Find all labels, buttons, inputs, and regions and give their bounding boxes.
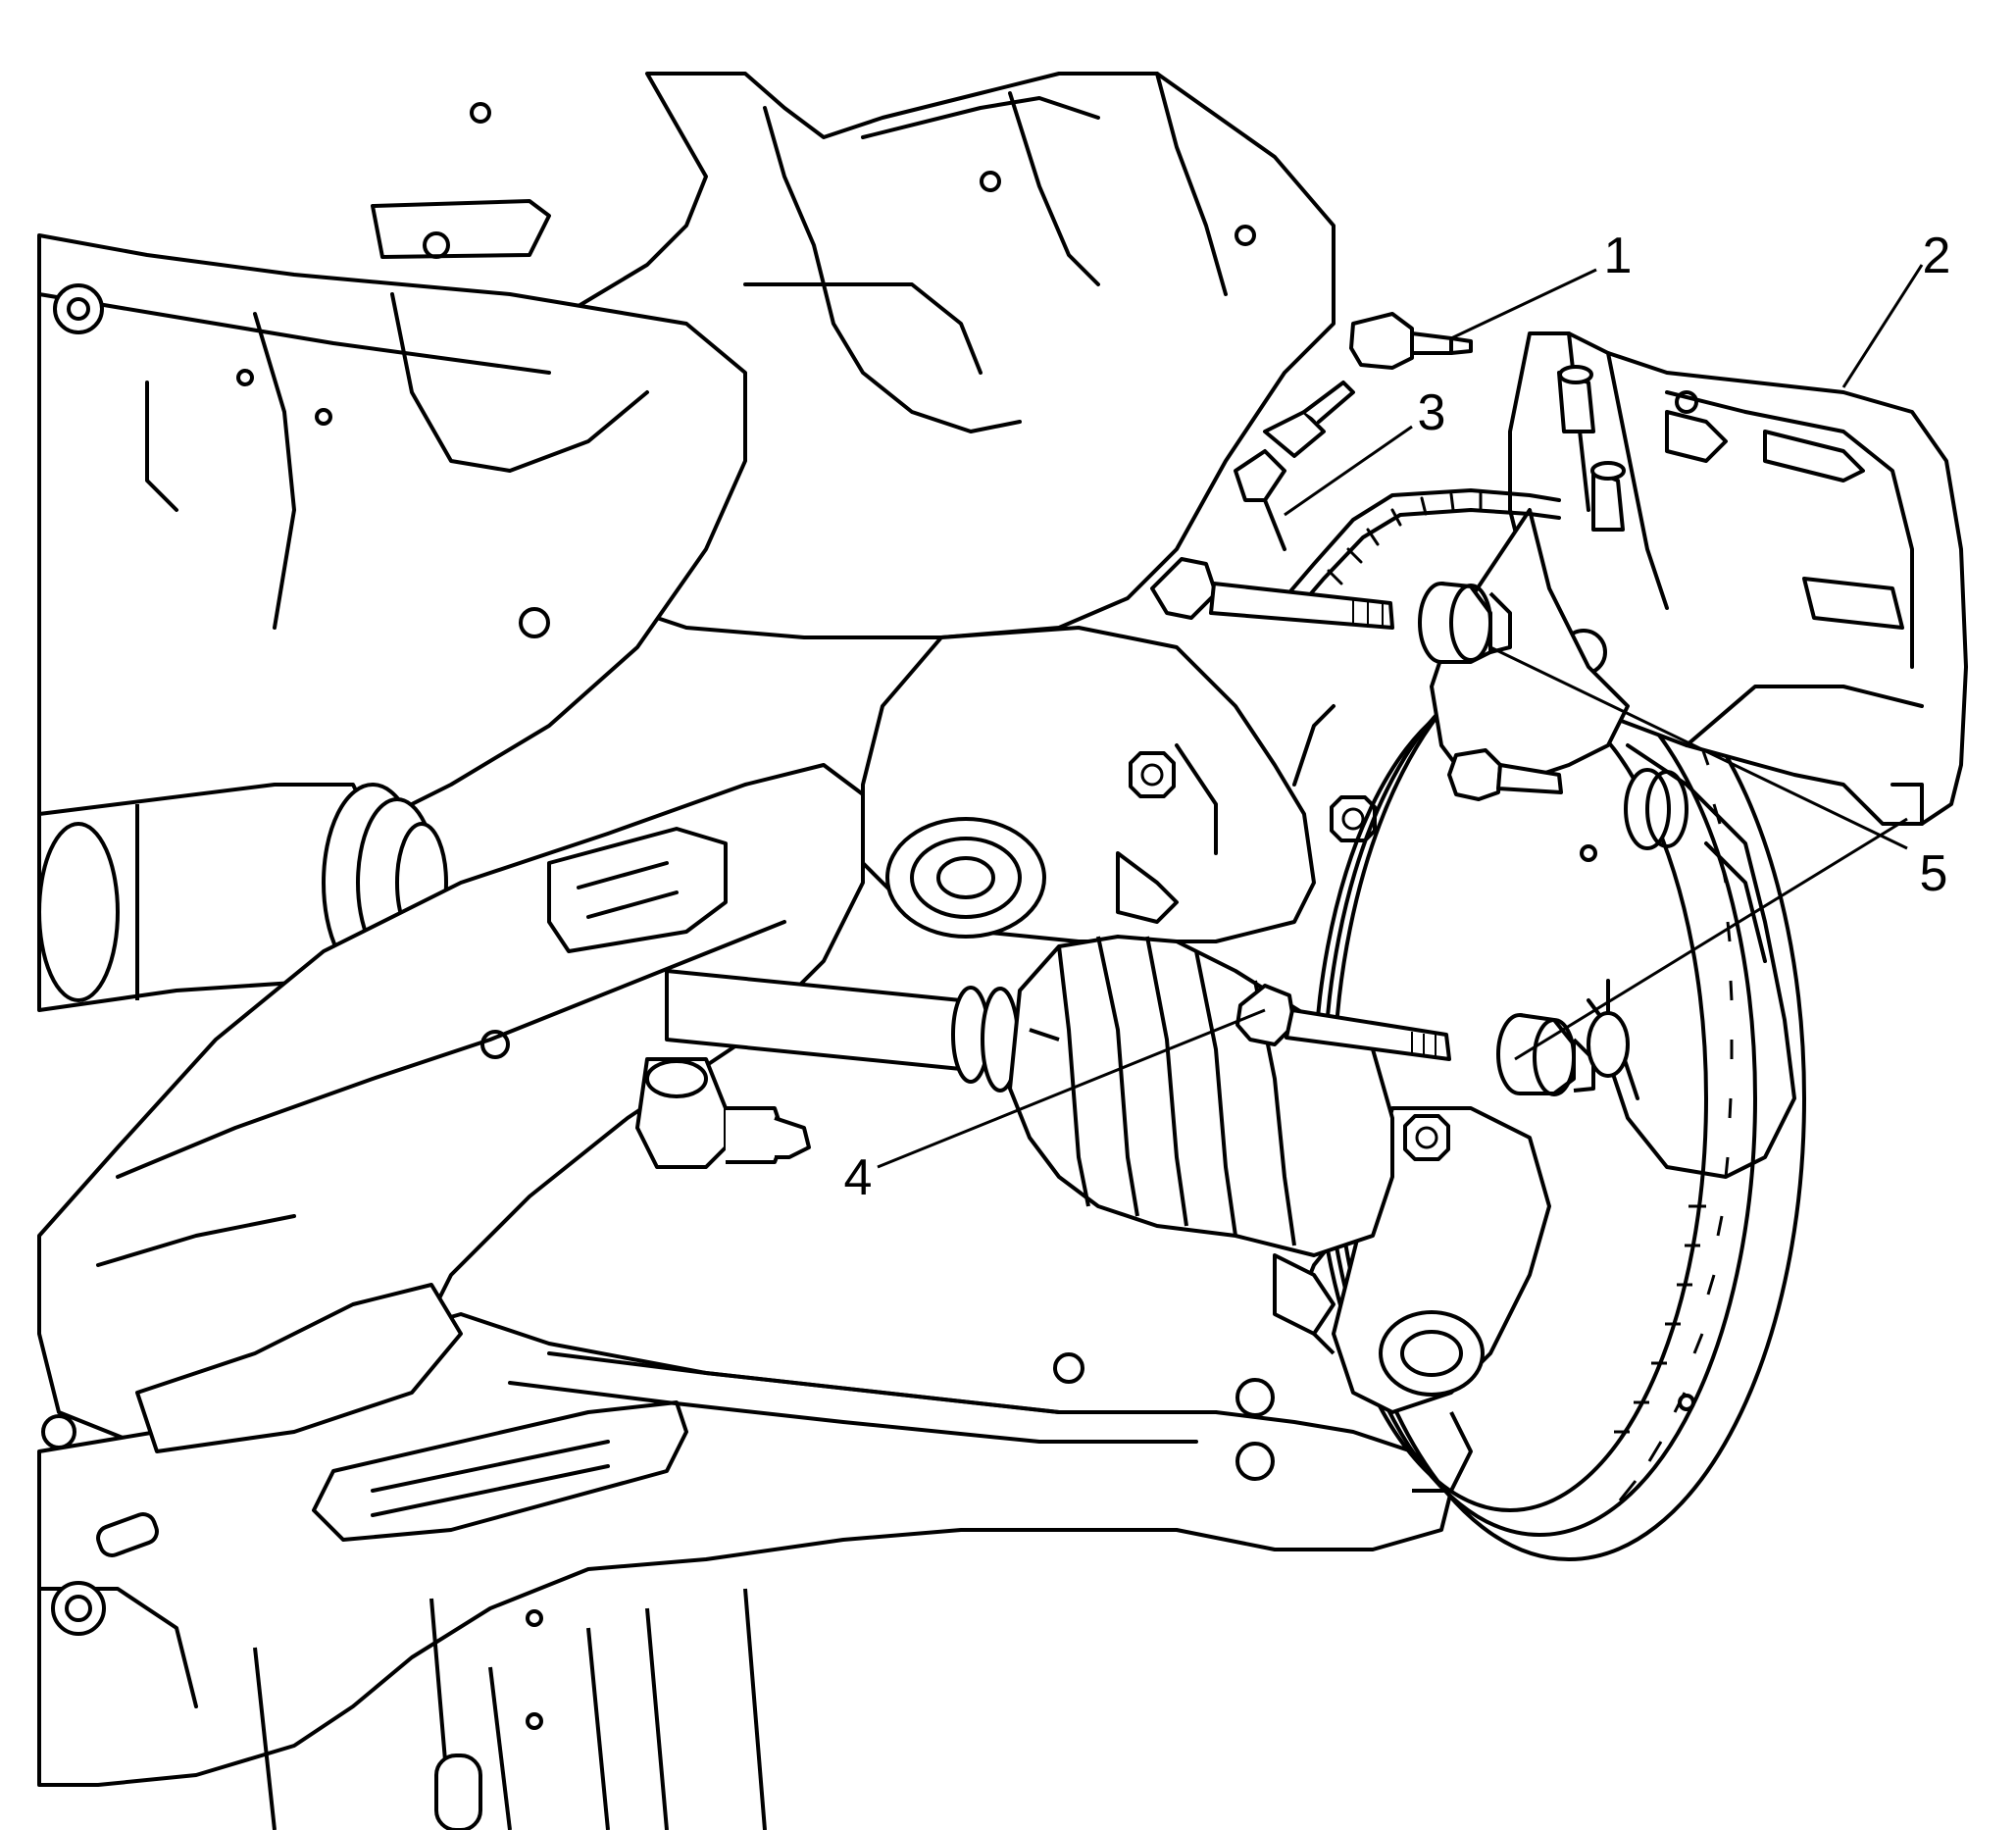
- leader-line-3: [1284, 425, 1413, 517]
- bolt-1: [1349, 312, 1473, 370]
- bolt-3: [1150, 557, 1394, 630]
- axle-shaft: [665, 969, 1020, 1093]
- callout-labels: 1 2 3 4 5: [844, 228, 1951, 1206]
- callout-5: 5: [1920, 845, 1948, 902]
- leader-line-1: [1450, 268, 1597, 340]
- callout-3: 3: [1418, 384, 1446, 441]
- brake-hose: [1234, 381, 1561, 615]
- cv-boot: [1008, 935, 1394, 1257]
- bushing-5-lower: [1496, 1011, 1630, 1096]
- leader-line-4: [877, 1008, 1266, 1169]
- callout-2: 2: [1923, 228, 1951, 284]
- bolt-4: [1235, 984, 1451, 1061]
- callout-4: 4: [844, 1149, 873, 1206]
- callout-1: 1: [1604, 228, 1633, 284]
- bushing-5-upper: [1418, 582, 1512, 664]
- lower-struts: [253, 1588, 767, 1830]
- caliper-fittings: [1557, 365, 1626, 532]
- leader-lines: [877, 264, 1924, 1169]
- leader-line-5a: [1489, 645, 1908, 850]
- tie-rod-end: [635, 1057, 811, 1169]
- leader-line-5b: [1514, 817, 1908, 1061]
- bottom-crossmember: [37, 1283, 1453, 1787]
- middle-bolt: [1447, 748, 1688, 850]
- leader-line-2: [1841, 264, 1924, 388]
- steering-knuckle: [861, 626, 1377, 943]
